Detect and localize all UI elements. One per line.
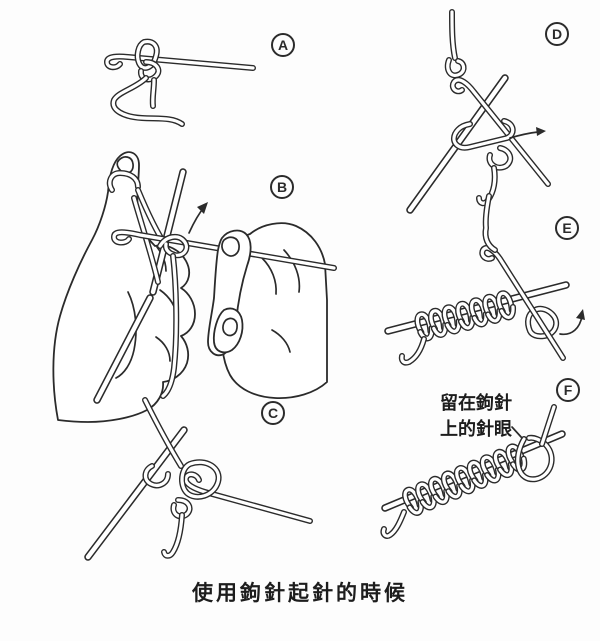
hook-loop-annotation: 留在鉤針 上的針眼	[420, 390, 532, 442]
step-b-illustration	[52, 151, 337, 423]
fingernail	[221, 236, 240, 257]
direction-arrow-icon	[576, 309, 585, 320]
step-label-e: E	[555, 216, 579, 240]
step-e-illustration	[384, 193, 585, 366]
step-label-b: B	[270, 175, 294, 199]
step-label-f: F	[556, 378, 580, 402]
annotation-leader-line	[511, 426, 523, 439]
step-d-illustration	[406, 9, 551, 214]
direction-arrow-icon	[559, 315, 583, 336]
step-label-d: D	[545, 22, 569, 46]
cast-on-stitches	[416, 292, 516, 340]
annotation-line: 上的針眼	[440, 419, 512, 439]
direction-arrow-icon	[536, 127, 546, 136]
direction-arrow-icon	[197, 202, 208, 214]
step-c-illustration	[84, 397, 313, 561]
cast-on-stitches	[403, 444, 527, 515]
step-a-illustration	[104, 38, 256, 127]
fingernail	[222, 317, 238, 337]
direction-arrow-icon	[509, 131, 539, 139]
annotation-line: 留在鉤針	[440, 393, 512, 413]
step-f-illustration	[380, 404, 566, 539]
figure-caption: 使用鉤針起針的時候	[192, 582, 408, 605]
step-label-c: C	[261, 401, 285, 425]
step-label-a: A	[271, 33, 295, 57]
